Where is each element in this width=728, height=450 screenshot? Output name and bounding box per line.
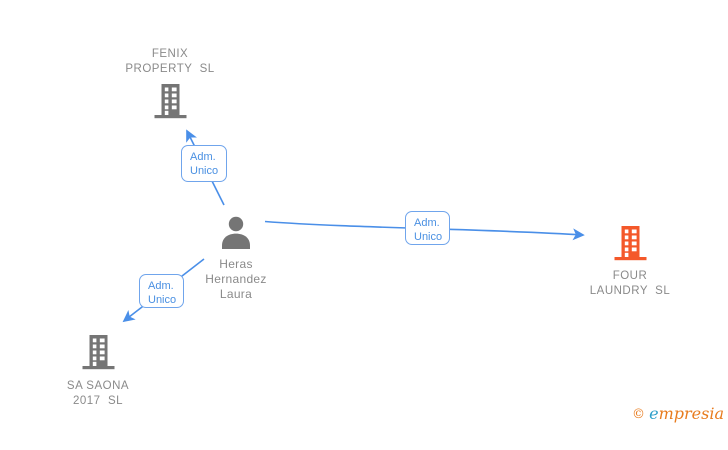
person-icon: [221, 216, 251, 249]
edge-label-adm-unico-fenix: Adm. Unico: [181, 145, 227, 182]
brand-name: mpresia: [658, 404, 724, 423]
edge-label-line: Adm.: [148, 280, 174, 292]
company-name-line: LAUNDRY SL: [589, 285, 671, 297]
company-name-four-laundry: FOUR LAUNDRY SL: [560, 269, 700, 299]
edge-label-line: Unico: [414, 231, 443, 243]
company-node-fenix-property[interactable]: FENIX PROPERTY SL: [90, 47, 250, 124]
building-icon: [152, 84, 189, 119]
company-name-line: SA SAONA: [66, 380, 130, 392]
company-name-line: FOUR: [612, 270, 648, 282]
company-name-fenix-property: FENIX PROPERTY SL: [90, 47, 250, 77]
company-node-sa-saona[interactable]: SA SAONA 2017 SL: [28, 335, 168, 409]
edge-label-adm-unico-sa-saona: Adm. Unico: [139, 274, 184, 308]
company-name-line: PROPERTY SL: [125, 63, 215, 75]
brand-initial: e: [649, 404, 659, 423]
person-node-heras-hernandez-laura[interactable]: Heras Hernandez Laura: [166, 216, 306, 302]
empresia-watermark[interactable]: © empresia: [612, 384, 724, 445]
company-name-line: FENIX: [151, 48, 189, 60]
person-name-line: Hernandez: [205, 272, 267, 286]
company-name-sa-saona: SA SAONA 2017 SL: [28, 379, 168, 409]
edge-label-line: Adm.: [190, 151, 216, 163]
edge-label-line: Unico: [190, 165, 219, 177]
company-node-four-laundry[interactable]: FOUR LAUNDRY SL: [560, 226, 700, 299]
building-icon-highlighted: [612, 226, 649, 261]
company-name-line: 2017 SL: [72, 395, 124, 407]
person-name: Heras Hernandez Laura: [166, 257, 306, 302]
edge-label-line: Adm.: [414, 217, 440, 229]
person-name-line: Laura: [219, 287, 253, 301]
copyright-symbol: ©: [631, 407, 650, 422]
edge-label-line: Unico: [148, 294, 177, 306]
building-icon: [80, 335, 117, 370]
edge-label-adm-unico-four-laundry: Adm. Unico: [405, 211, 450, 245]
person-name-line: Heras: [219, 257, 253, 271]
